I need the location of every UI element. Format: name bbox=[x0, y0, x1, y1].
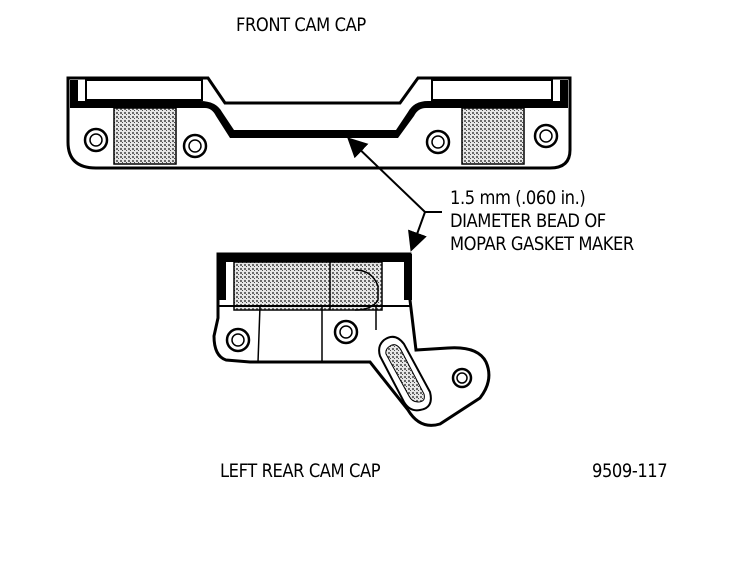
front-right-pad bbox=[431, 79, 553, 101]
callout-line-2: DIAMETER BEAD OF bbox=[450, 210, 606, 232]
front-cam-cap-label: FRONT CAM CAP bbox=[236, 14, 366, 36]
front-bolt-holes bbox=[83, 123, 559, 159]
left-rear-cam-cap-label: LEFT REAR CAM CAP bbox=[220, 460, 381, 482]
rear-bearing bbox=[233, 261, 383, 311]
left-rear-cam-cap bbox=[212, 252, 491, 427]
callout-line-3: MOPAR GASKET MAKER bbox=[450, 233, 634, 255]
callout-leaders bbox=[347, 137, 442, 252]
callout-line-1: 1.5 mm (.060 in.) bbox=[450, 187, 586, 209]
rear-bolt-holes bbox=[225, 319, 473, 389]
front-left-bearing bbox=[113, 107, 177, 165]
bead-callout: 1.5 mm (.060 in.) DIAMETER BEAD OF MOPAR… bbox=[450, 187, 634, 256]
rear-sealant-bead bbox=[218, 254, 412, 300]
front-right-bearing bbox=[461, 107, 525, 165]
rear-oil-slot bbox=[378, 335, 432, 412]
figure-number: 9509-117 bbox=[592, 460, 668, 482]
front-left-pad bbox=[85, 79, 203, 101]
front-cam-cap bbox=[66, 76, 572, 170]
leader-to-rear-bead bbox=[408, 211, 427, 252]
